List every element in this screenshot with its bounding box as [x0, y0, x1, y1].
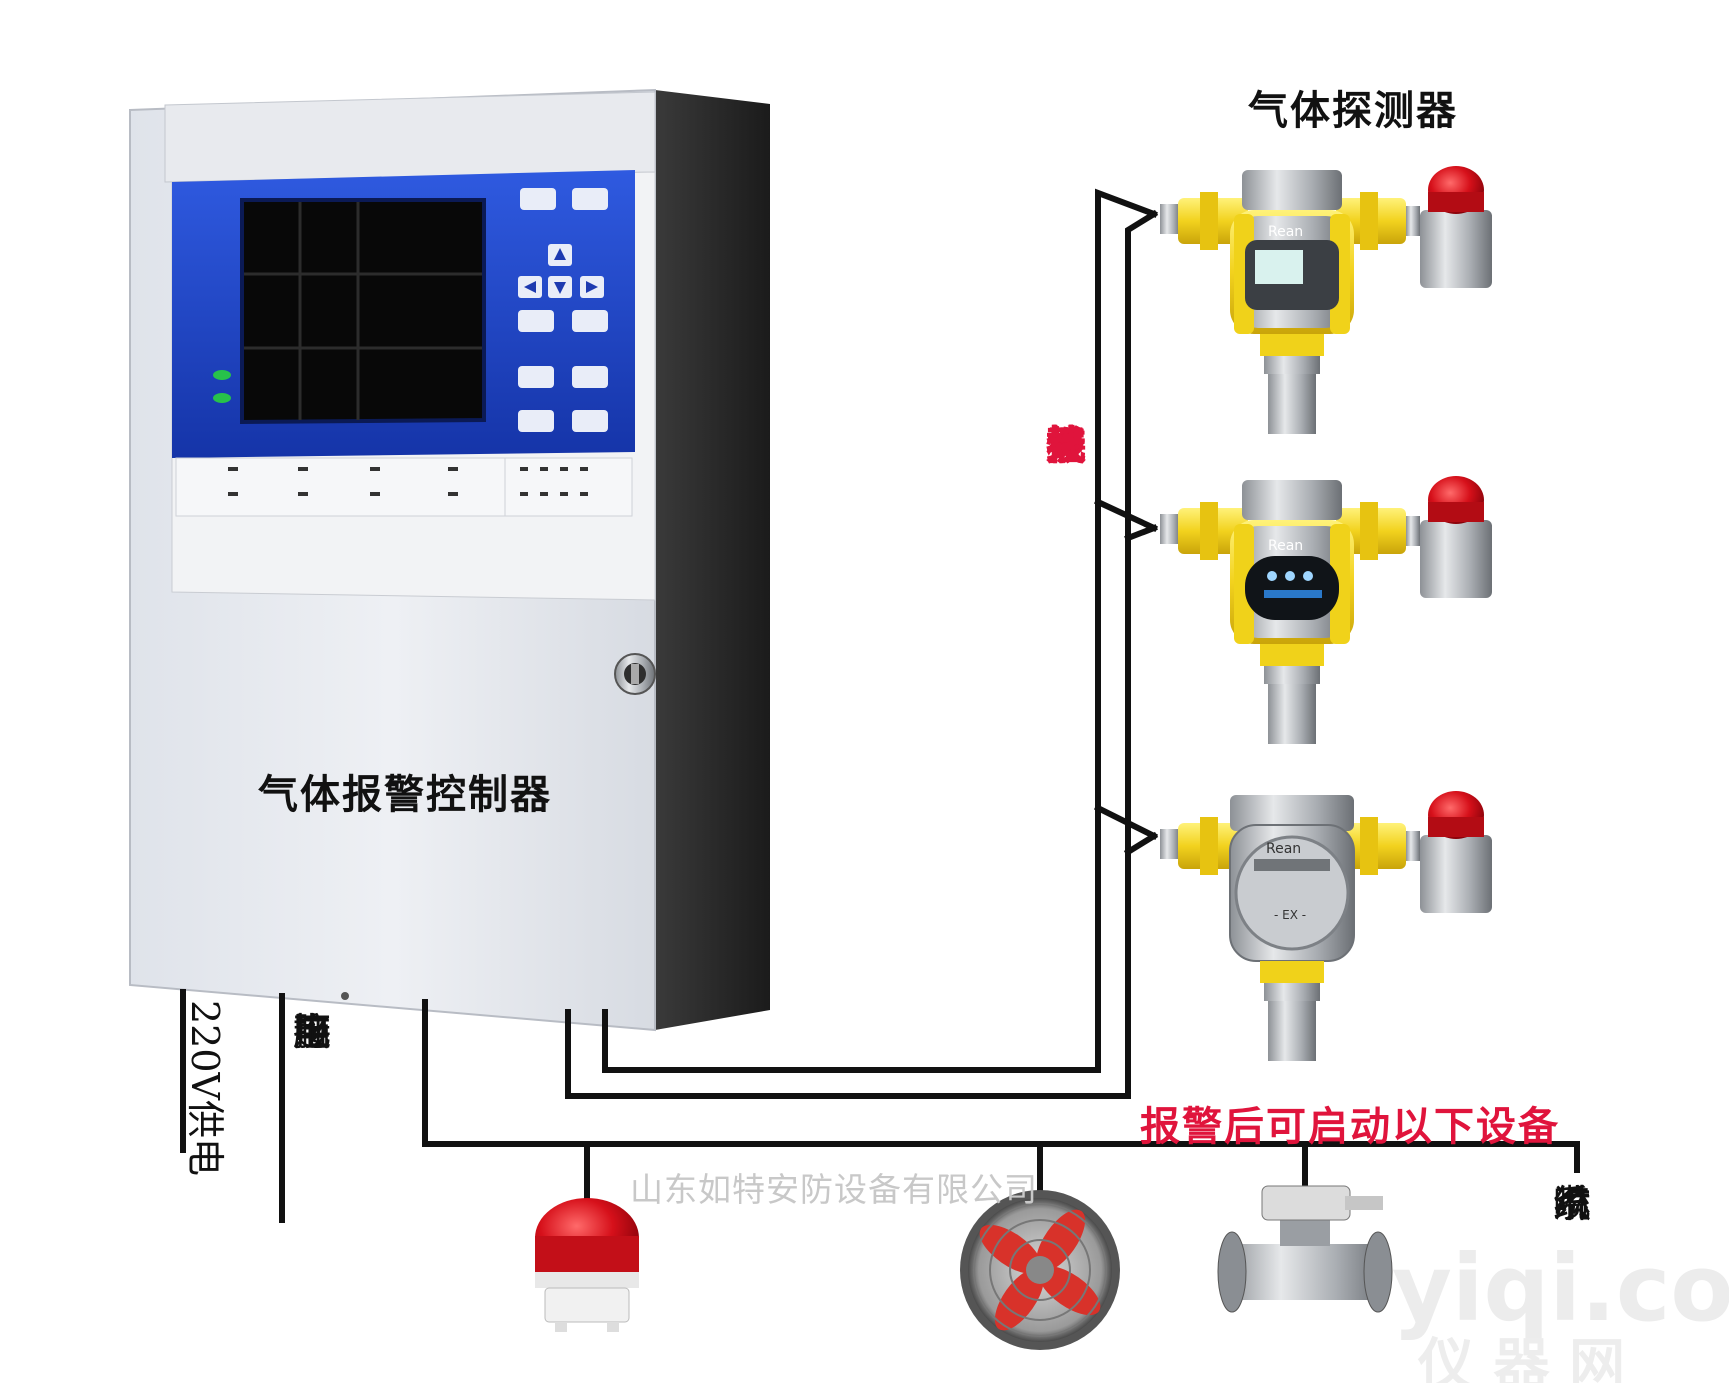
pc-label-char: 接	[292, 1010, 331, 1054]
sprinkler-label-char: 系	[1552, 1182, 1591, 1226]
lcd-screen	[240, 198, 486, 425]
sprinkler-label-char: 淋	[1552, 1182, 1591, 1226]
gas-detector-2: Rean	[1160, 476, 1492, 744]
key-lock	[614, 653, 656, 695]
watermark-site: yiqi.com	[1392, 1235, 1729, 1342]
pc-label-char: 可	[292, 1010, 331, 1054]
wiring-note-char: 线	[1046, 423, 1086, 469]
alarm-note: 报警后可启动以下设备	[1140, 1104, 1560, 1150]
svg-text:- EX -: - EX -	[1274, 908, 1306, 922]
wiring-note-char: 双	[1046, 423, 1086, 469]
pc-label-char: 连	[292, 1010, 331, 1054]
controller-cabinet	[129, 88, 770, 1032]
detector-title: 气体探测器	[1248, 88, 1458, 134]
svg-text:Rean: Rean	[1266, 841, 1301, 857]
pc-label-char: 电	[292, 1010, 331, 1054]
wiring-note-char: 线	[1046, 423, 1086, 469]
wiring-note-char: 绞	[1046, 423, 1086, 469]
status-strip	[175, 457, 633, 517]
power-label-text: 220V供电	[183, 1000, 227, 1176]
wiring-note-char: 性	[1046, 423, 1086, 469]
wiring-note-char: 接	[1046, 423, 1086, 469]
keypad	[518, 188, 608, 432]
output-wire	[422, 999, 1580, 1173]
indicator-leds	[213, 370, 231, 403]
alarm-siren-light	[535, 1198, 639, 1332]
wiring-note-char: 无	[1046, 423, 1086, 469]
bus-wire-a	[602, 188, 1158, 1073]
pc-label-char: 脑	[292, 1010, 331, 1054]
wiring-note-char: 极	[1046, 423, 1086, 469]
svg-text:Rean: Rean	[1268, 538, 1303, 554]
wiring	[180, 188, 1580, 1223]
watermark-site-cn: 仪 器 网	[1418, 1333, 1625, 1383]
sprinkler-label-char: 统	[1552, 1182, 1591, 1226]
cabinet-ports	[341, 992, 349, 1000]
controller-title: 气体报警控制器	[258, 772, 552, 818]
detector-brand: Rean	[1268, 224, 1303, 240]
gas-detector-3: Rean - EX -	[1160, 791, 1492, 1061]
watermark-company: 山东如特安防设备有限公司	[630, 1170, 1038, 1209]
sprinkler-label-char: 喷	[1552, 1182, 1591, 1226]
exhaust-fan	[960, 1190, 1120, 1350]
solenoid-valve	[1217, 1185, 1393, 1313]
gas-detector-1: Rean	[1160, 166, 1492, 434]
bus-wire-b	[565, 209, 1159, 1099]
